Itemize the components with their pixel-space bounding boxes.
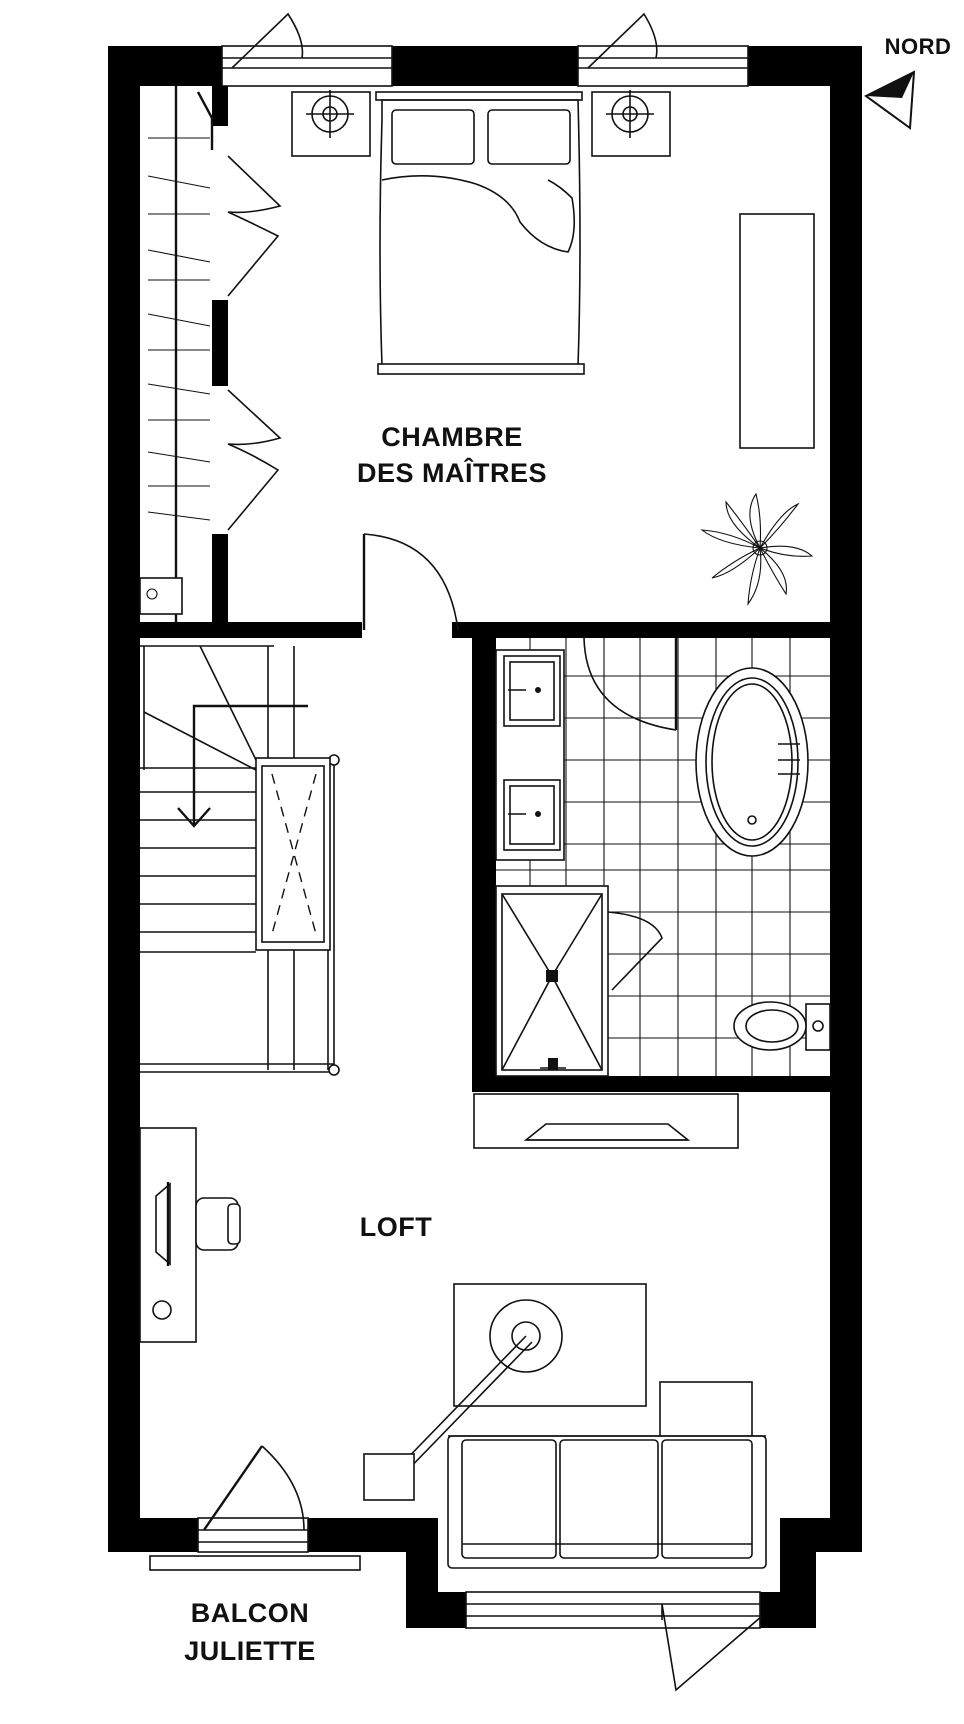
interior-walls <box>108 86 862 1092</box>
bedroom-label-line1: CHAMBRE <box>381 422 523 452</box>
plant-icon <box>700 492 814 606</box>
balcony-label-line2: JULIETTE <box>184 1636 316 1666</box>
balcony-label-line1: BALCON <box>191 1598 310 1628</box>
north-arrow-icon <box>864 70 916 130</box>
top-window-left <box>221 12 393 87</box>
staircase <box>140 645 340 1076</box>
bay-window <box>465 1591 763 1692</box>
coffee-table <box>363 1283 647 1501</box>
bedroom-label-line2: DES MAÎTRES <box>357 457 547 488</box>
desk <box>139 1127 241 1343</box>
bedroom-door <box>362 533 459 631</box>
media-console <box>473 1093 739 1149</box>
north-label: NORD <box>885 34 952 59</box>
exterior-walls <box>108 46 862 1628</box>
loft-label: LOFT <box>360 1212 432 1242</box>
bathroom <box>495 637 831 1077</box>
walk-in-closet <box>139 86 282 622</box>
bed-icon <box>375 91 585 375</box>
top-window-right <box>577 12 749 87</box>
nightstand-right <box>591 90 671 157</box>
dresser <box>739 213 815 449</box>
sofa <box>447 1381 767 1569</box>
juliet-balcony-window <box>149 1445 361 1571</box>
nightstand-left <box>291 90 371 157</box>
